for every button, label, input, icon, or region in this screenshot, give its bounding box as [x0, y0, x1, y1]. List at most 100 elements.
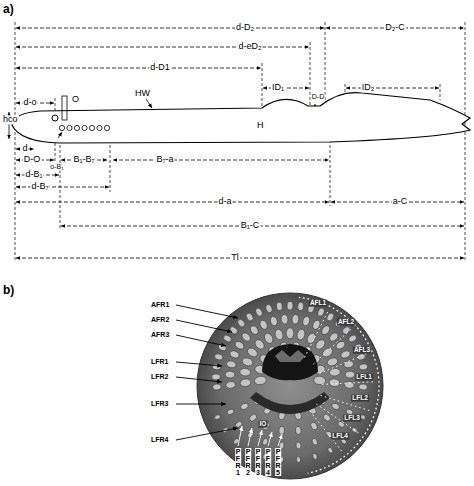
lamprey-figure — [9, 22, 470, 262]
dimension-label: O — [71, 95, 80, 104]
disc-tooth — [234, 340, 246, 351]
leader-line — [146, 99, 152, 108]
disc-tooth — [229, 325, 239, 335]
disc-tooth — [240, 331, 252, 342]
disc-tooth — [281, 314, 289, 324]
disc-tooth — [255, 307, 264, 317]
disc-tooth — [259, 319, 269, 331]
dimension-line — [16, 202, 329, 203]
disc-tooth — [248, 413, 258, 422]
supraoral-plate — [275, 350, 305, 362]
disc-tooth — [329, 378, 341, 387]
oral-disc — [197, 293, 383, 479]
extension-line — [262, 63, 263, 108]
disc-tooth — [345, 371, 355, 378]
dimension-label: D-O — [23, 155, 42, 164]
disc-tooth — [322, 413, 332, 422]
eye — [52, 115, 58, 121]
extension-line — [440, 84, 441, 100]
disc-tooth — [241, 357, 254, 368]
disc-tooth — [222, 334, 232, 343]
disc-tooth — [337, 420, 346, 428]
gill-pore — [97, 125, 102, 130]
dimension-line — [61, 226, 464, 227]
dimension-label: o-B₁ — [49, 163, 64, 170]
tooth-row-label: PFR5 — [275, 448, 281, 476]
leader-line — [268, 432, 272, 446]
dimension-label: a-C — [392, 197, 409, 206]
disc-tooth — [335, 340, 347, 351]
tooth-row-label: LFR2 — [150, 373, 170, 380]
dimension-label: ID₁ — [271, 83, 285, 92]
disc-tooth — [295, 426, 302, 435]
disc-tooth — [297, 302, 304, 311]
leader-line — [278, 434, 282, 446]
disc-tooth — [276, 302, 283, 311]
gill-pore — [82, 125, 87, 130]
leader-line — [176, 335, 226, 346]
dotted-row — [305, 309, 329, 357]
panel-letter: a) — [3, 3, 14, 16]
dimension-label: d-B₇ — [30, 182, 49, 191]
disc-tooth — [240, 402, 249, 410]
leader-line — [176, 305, 238, 318]
disc-tooth — [225, 381, 236, 389]
disc-tooth — [326, 312, 336, 322]
disc-tooth — [302, 316, 311, 327]
dimension-label: ID₂ — [361, 83, 376, 92]
disc-tooth — [236, 318, 246, 328]
gill-pore — [74, 125, 79, 130]
tooth-row-label: LFL4 — [331, 433, 349, 440]
extension-line — [60, 130, 61, 230]
gill-pore — [104, 125, 109, 130]
disc-tooth — [212, 383, 221, 390]
disc-tooth — [240, 378, 252, 387]
disc-tooth — [253, 338, 266, 351]
tooth-row-label: LFL3 — [343, 415, 361, 422]
dimension-label: d-B₁ — [24, 170, 43, 179]
disc-tooth — [313, 375, 326, 385]
dimension-label: B₁-C — [240, 221, 261, 230]
disc-tooth — [358, 383, 367, 390]
disc-tooth — [296, 456, 301, 462]
leader-line — [176, 377, 222, 382]
dimension-line — [113, 160, 329, 161]
dimension-line — [16, 258, 464, 259]
tooth-row-label: AFL3 — [353, 347, 371, 354]
disc-tooth — [314, 338, 327, 351]
disc-tooth — [311, 438, 318, 446]
tooth-row-label: IO — [259, 421, 268, 428]
disc-tooth — [263, 332, 275, 345]
leader-line — [176, 362, 222, 366]
disc-tooth — [212, 374, 220, 380]
dotted-row — [299, 297, 379, 473]
dimension-label: B₁-B₇ — [72, 155, 95, 164]
dotted-row — [321, 395, 373, 411]
disc-tooth — [296, 328, 306, 340]
tooth-row-label: LFL1 — [355, 374, 373, 381]
tooth-row-label: AFL2 — [337, 319, 355, 326]
disc-tooth — [331, 402, 340, 410]
disc-tooth — [286, 328, 294, 339]
tooth-row-label: LFR1 — [150, 358, 170, 365]
disc-tooth — [321, 346, 334, 358]
dimension-label: hco — [2, 115, 19, 124]
extension-line — [330, 140, 331, 206]
leader-line — [176, 320, 232, 332]
tooth-row-label: PFR4 — [265, 448, 271, 476]
tooth-row-label: LFR3 — [150, 400, 170, 407]
dotted-row — [322, 382, 376, 385]
extension-line — [15, 22, 16, 262]
disc-tooth — [327, 447, 334, 454]
disc-tooth — [214, 353, 224, 361]
dimension-label: Tl — [230, 253, 240, 262]
dimension-label: d-D₂ — [235, 23, 255, 32]
dimension-line — [16, 28, 324, 29]
leader-line — [176, 404, 226, 405]
disc-tooth — [344, 381, 355, 389]
disc-tooth — [312, 453, 318, 460]
tooth-row-label: LFR4 — [150, 436, 170, 443]
dotted-row — [319, 353, 369, 374]
